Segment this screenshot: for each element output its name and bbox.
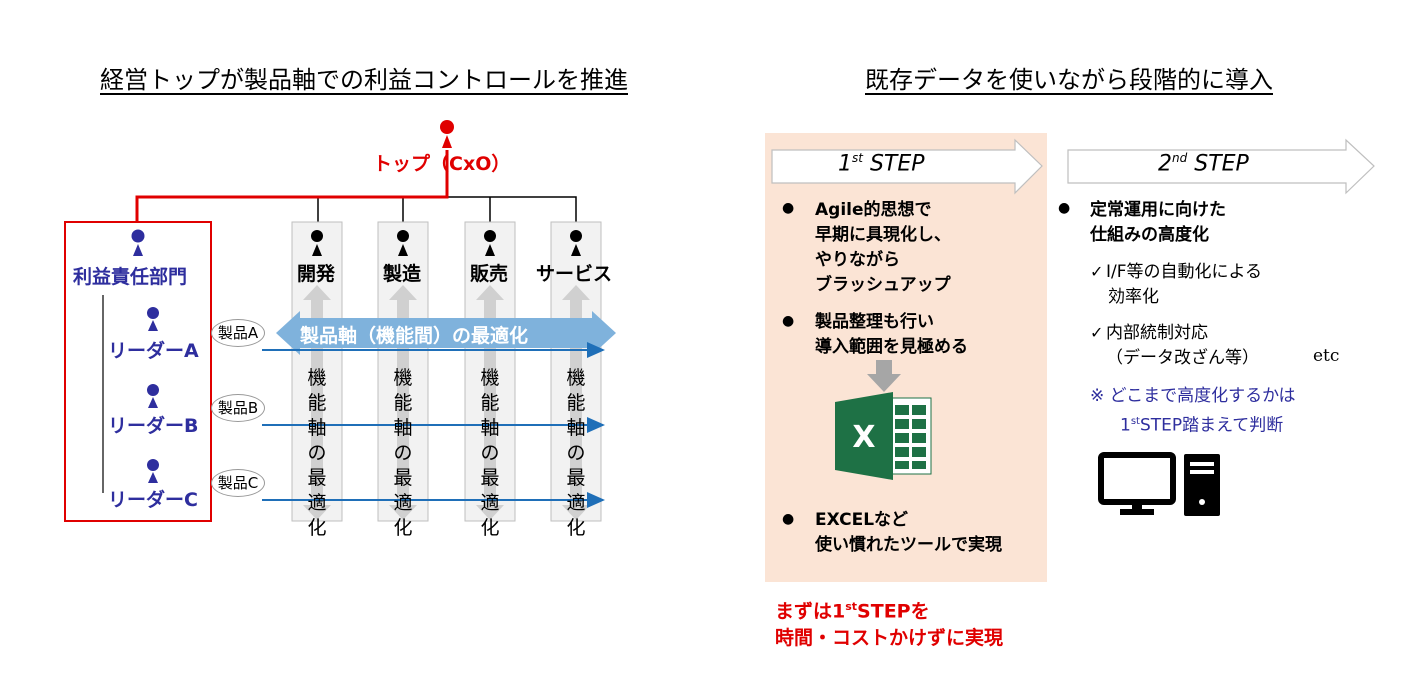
excel-icon: X xyxy=(835,360,932,480)
step1-arrow xyxy=(771,138,1043,195)
profit-dept-person-icon xyxy=(131,229,145,256)
function-opt-text: 機能軸の最適化 xyxy=(480,367,500,539)
top-function-connector xyxy=(317,196,577,222)
right-title: 既存データを使いながら段階的に導入 xyxy=(865,66,1273,94)
step2-bullet: 定常運用に向けた 仕組みの高度化 xyxy=(1090,200,1226,245)
etc-label: etc xyxy=(1313,346,1340,366)
top-person-icon xyxy=(440,120,454,148)
step1-bullet-3: EXCELなど 使い慣れたツールで実現 xyxy=(815,510,1002,555)
function-axis-arrows xyxy=(303,285,590,520)
org-diagram xyxy=(64,120,616,522)
step2-arrow xyxy=(1067,138,1375,195)
step1-bullet-dot: ● xyxy=(782,200,795,216)
top-profit-connector xyxy=(135,150,449,222)
leader-a-label: リーダーA xyxy=(108,340,199,362)
function-label-sales: 販売 xyxy=(470,263,509,285)
function-person-icons xyxy=(311,230,582,256)
leader-b-label: リーダーB xyxy=(108,415,199,437)
leader-a-icon xyxy=(147,307,159,331)
function-opt-text: 機能軸の最適化 xyxy=(307,367,327,539)
step1-panel xyxy=(765,133,1047,582)
function-label-mfg: 製造 xyxy=(383,263,422,285)
step2-title: 2nd STEP xyxy=(1158,151,1249,177)
step1-bullet-dot: ● xyxy=(782,313,795,329)
product-b-pill: 製品B xyxy=(211,394,265,422)
svg-text:X: X xyxy=(852,420,875,455)
product-a-pill: 製品A xyxy=(211,319,265,347)
step1-conclusion: まずは1stSTEPを 時間・コストかけずに実現 xyxy=(775,600,1004,650)
profit-dept-label: 利益責任部門 xyxy=(73,266,188,288)
product-c-pill: 製品C xyxy=(211,469,265,497)
step2-check-2: 内部統制対応 （データ改ざん等） xyxy=(1106,323,1259,368)
leader-b-icon xyxy=(147,384,159,408)
product-axis-arrow xyxy=(276,311,616,355)
leader-c-icon xyxy=(147,459,159,483)
check-icon: ✓ xyxy=(1090,323,1104,342)
step2-note: ※ どこまで高度化するかは 1stSTEP踏まえて判断 xyxy=(1090,386,1296,436)
function-label-dev: 開発 xyxy=(297,263,336,285)
function-label-service: サービス xyxy=(536,263,613,285)
check-icon: ✓ xyxy=(1090,262,1104,281)
step2-check-1: I/F等の自動化による 効率化 xyxy=(1106,262,1263,307)
top-label: トップ（CxO） xyxy=(373,153,511,175)
product-axis-label: 製品軸（機能間）の最適化 xyxy=(300,325,529,347)
step1-bullet-dot: ● xyxy=(782,511,795,527)
step1-title: 1st STEP xyxy=(838,151,925,177)
profit-dept-box xyxy=(64,221,212,522)
function-opt-text: 機能軸の最適化 xyxy=(393,367,413,539)
product-lines xyxy=(262,342,605,508)
function-opt-text: 機能軸の最適化 xyxy=(566,367,586,539)
left-title: 経営トップが製品軸での利益コントロールを推進 xyxy=(100,66,628,94)
computer-icon xyxy=(1098,452,1220,516)
step1-bullet-2: 製品整理も行い 導入範囲を見極める xyxy=(815,312,968,357)
leader-c-label: リーダーC xyxy=(108,489,198,511)
step1-bullet-1: Agile的思想で 早期に具現化し、 やりながら ブラッシュアップ xyxy=(815,200,951,295)
step2-bullet-dot: ● xyxy=(1058,200,1071,216)
